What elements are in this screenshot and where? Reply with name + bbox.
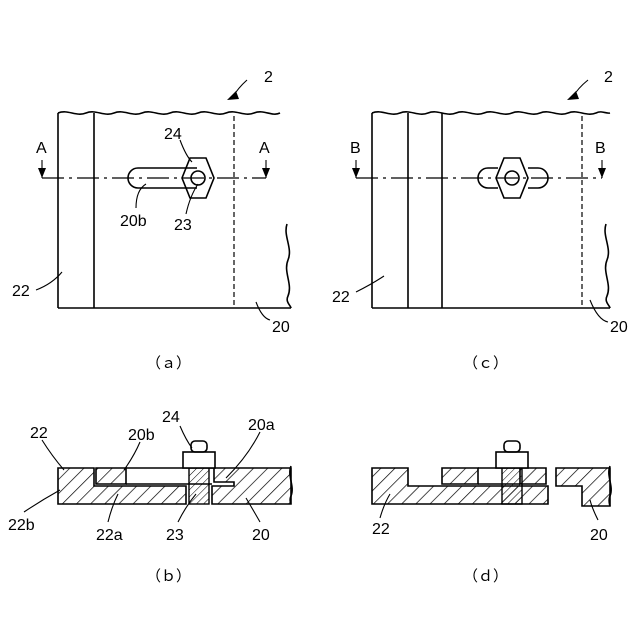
right-break-line bbox=[286, 224, 291, 308]
section-label-right: A bbox=[259, 140, 270, 157]
ref-22b: 22b bbox=[8, 517, 35, 534]
section-label-left: A bbox=[36, 140, 47, 157]
ref-20: 20 bbox=[272, 319, 290, 336]
member-20-section bbox=[212, 468, 291, 504]
ref-22: 22 bbox=[372, 521, 390, 538]
member-20-section bbox=[556, 468, 610, 506]
bolt-section bbox=[502, 466, 522, 504]
caption-c: （ｃ） bbox=[463, 355, 508, 372]
arrow-down-icon bbox=[352, 168, 360, 178]
right-break-line bbox=[605, 224, 610, 308]
arrow-down-icon bbox=[38, 168, 46, 178]
ref-23: 23 bbox=[166, 527, 184, 544]
section-label-right: B bbox=[595, 140, 606, 157]
ref-22: 22 bbox=[332, 289, 350, 306]
ref-20: 20 bbox=[590, 527, 608, 544]
ref-2: 2 bbox=[604, 69, 613, 86]
ref-23: 23 bbox=[174, 217, 192, 234]
caption-d: （ｄ） bbox=[463, 568, 508, 585]
top-break-line bbox=[58, 112, 280, 114]
ref-20: 20 bbox=[610, 319, 628, 336]
plate-right-section bbox=[520, 468, 546, 484]
ref-22: 22 bbox=[30, 425, 48, 442]
ref-24: 24 bbox=[162, 409, 180, 426]
plate-20b-section bbox=[96, 468, 126, 484]
ref-20a: 20a bbox=[248, 417, 275, 434]
nut-head bbox=[496, 452, 528, 468]
caption-b: （ｂ） bbox=[146, 568, 191, 585]
plate-left-section bbox=[442, 468, 478, 484]
view-a: 2 A A 24 20b 23 22 20 （ａ） bbox=[12, 69, 291, 372]
ref-20: 20 bbox=[252, 527, 270, 544]
arrow-down-icon bbox=[262, 168, 270, 178]
ref-24: 24 bbox=[164, 126, 182, 143]
ref-22a: 22a bbox=[96, 527, 123, 544]
caption-a: （ａ） bbox=[146, 355, 191, 372]
ref-22: 22 bbox=[12, 283, 30, 300]
view-c: 2 B B 22 20 （ｃ） bbox=[332, 69, 628, 372]
ref-20b: 20b bbox=[120, 213, 147, 230]
nut-head-24 bbox=[183, 452, 215, 468]
view-d: 22 20 （ｄ） bbox=[372, 441, 611, 585]
view-b: 22 20b 24 20a 22b 22a 23 20 （ｂ） bbox=[8, 409, 292, 585]
section-label-left: B bbox=[350, 140, 361, 157]
arrow-down-icon bbox=[598, 168, 606, 178]
ref-2: 2 bbox=[264, 69, 273, 86]
ref-20b: 20b bbox=[128, 427, 155, 444]
